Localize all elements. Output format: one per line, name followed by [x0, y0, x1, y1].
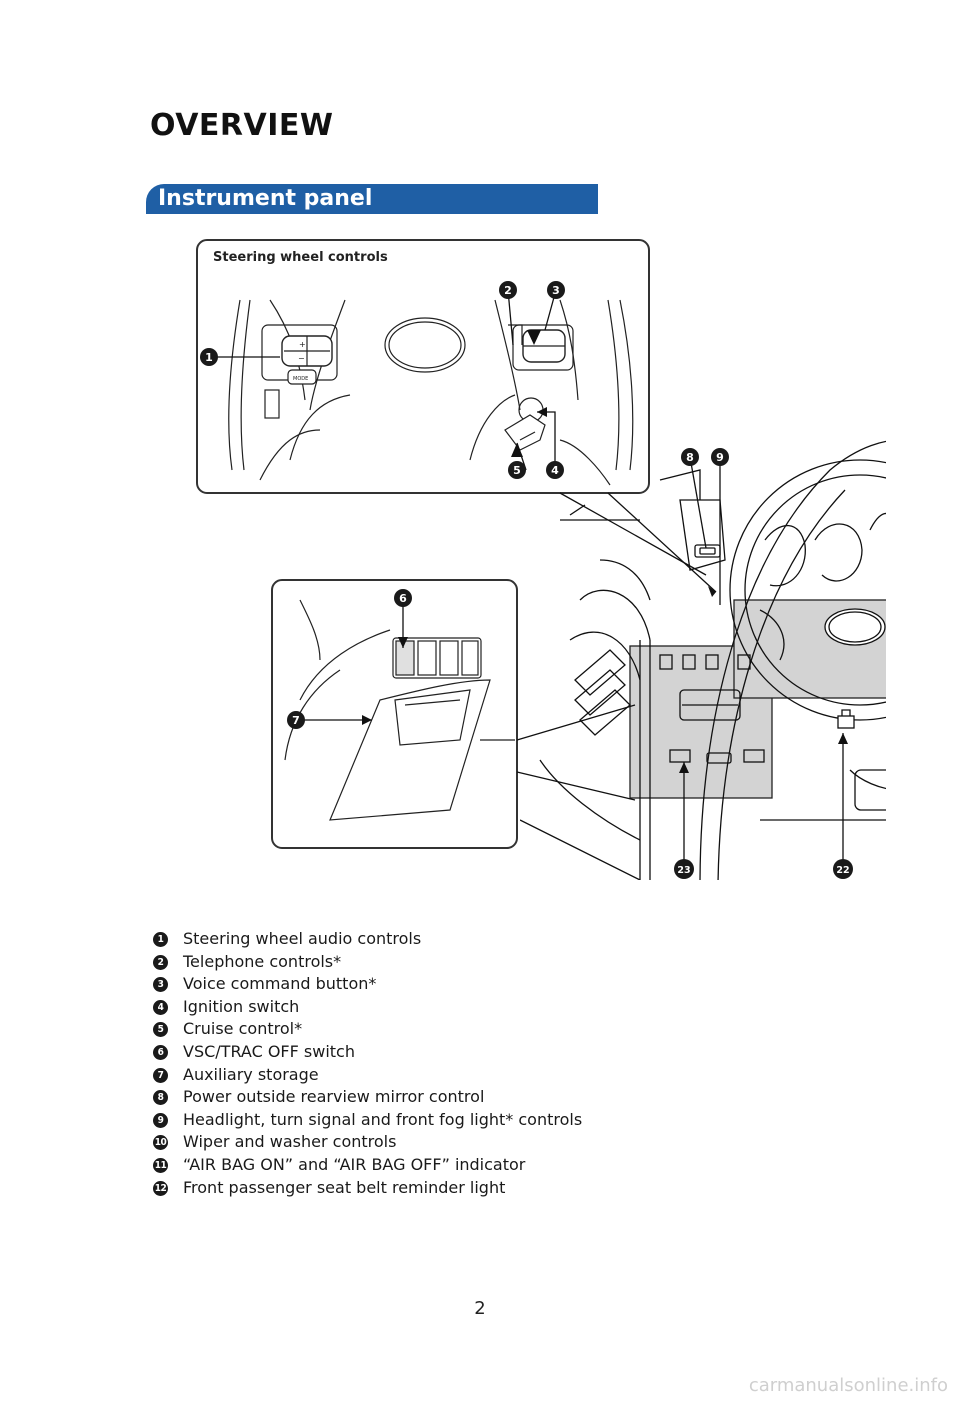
callout-5: 5 — [508, 461, 526, 479]
legend-item: 7 Auxiliary storage — [152, 1064, 852, 1087]
legend-item: 5 Cruise control* — [152, 1018, 852, 1041]
section-banner: Instrument panel — [146, 184, 598, 214]
legend-text: Wiper and washer controls — [183, 1132, 397, 1152]
legend-item: 3 Voice command button* — [152, 973, 852, 996]
legend-text: Headlight, turn signal and front fog lig… — [183, 1109, 583, 1129]
legend-text: Ignition switch — [183, 996, 300, 1016]
legend-item: 6 VSC/TRAC OFF switch — [152, 1041, 852, 1064]
svg-text:23: 23 — [677, 865, 690, 876]
svg-text:6: 6 — [399, 592, 407, 605]
svg-text:22: 22 — [836, 865, 849, 876]
callout-1: 1 — [200, 348, 218, 366]
callout-3: 3 — [547, 281, 565, 299]
legend-number: 2 — [153, 954, 168, 970]
callout-8: 8 — [681, 448, 699, 466]
legend-number: 9 — [153, 1112, 168, 1128]
callout-9: 9 — [711, 448, 729, 466]
legend-text: Telephone controls* — [183, 951, 342, 971]
callout-4: 4 — [546, 461, 564, 479]
svg-text:8: 8 — [686, 451, 694, 464]
legend-item: 12 Front passenger seat belt reminder lig… — [152, 1177, 852, 1200]
legend-text: Front passenger seat belt reminder light — [183, 1177, 506, 1197]
legend-number: 8 — [153, 1090, 168, 1106]
svg-text:2: 2 — [504, 284, 512, 297]
legend-text: Auxiliary storage — [183, 1064, 319, 1084]
legend-number: 6 — [153, 1044, 168, 1060]
legend-number: 10 — [153, 1135, 168, 1151]
legend-text: Power outside rearview mirror control — [183, 1087, 485, 1107]
svg-text:7: 7 — [292, 714, 300, 727]
arrowheads — [362, 330, 848, 773]
legend-item: 11 “AIR BAG ON” and “AIR BAG OFF” indicat… — [152, 1154, 852, 1177]
legend-list: 1 Steering wheel audio controls 2 Telephon… — [152, 928, 852, 1199]
dashboard-drawing — [520, 440, 886, 880]
inset-label: Steering wheel controls — [213, 250, 388, 265]
svg-text:9: 9 — [716, 451, 724, 464]
page-title: OVERVIEW — [150, 108, 334, 143]
callout-22: 22 — [833, 859, 853, 879]
callout-7: 7 — [287, 711, 305, 729]
legend-item: 4 Ignition switch — [152, 996, 852, 1019]
callouts: 1 2 3 4 5 6 7 8 9 23 22 — [200, 281, 853, 879]
footer-watermark[interactable]: carmanualsonline.info — [748, 1375, 948, 1396]
steering-wheel-inset: + − MODE Steering wheel controls — [196, 239, 650, 494]
legend-number: 4 — [153, 999, 168, 1015]
switch-panel-inset — [271, 579, 518, 849]
mode-key-label: MODE — [293, 376, 308, 382]
legend-text: “AIR BAG ON” and “AIR BAG OFF” indicator — [183, 1154, 526, 1174]
svg-text:4: 4 — [551, 464, 559, 477]
legend-text: VSC/TRAC OFF switch — [183, 1041, 355, 1061]
svg-text:5: 5 — [513, 464, 521, 477]
legend-number: 12 — [153, 1180, 168, 1196]
legend-number: 11 — [153, 1157, 168, 1173]
legend-text: Cruise control* — [183, 1019, 303, 1039]
leader-lines — [215, 289, 844, 869]
minus-key-label: − — [298, 354, 305, 363]
callout-2: 2 — [499, 281, 517, 299]
legend-number: 1 — [153, 932, 168, 947]
svg-text:3: 3 — [552, 284, 560, 297]
legend-number: 3 — [153, 977, 168, 993]
page-number: 2 — [474, 1298, 486, 1319]
callout-6: 6 — [394, 589, 412, 607]
legend-item: 2 Telephone controls* — [152, 951, 852, 974]
legend-number: 7 — [153, 1067, 168, 1083]
svg-text:1: 1 — [205, 351, 213, 364]
legend-text: Steering wheel audio controls — [183, 929, 422, 948]
legend-item: 10 Wiper and washer controls — [152, 1131, 852, 1154]
plus-key-label: + — [299, 340, 306, 349]
legend-item: 1 Steering wheel audio controls — [152, 928, 852, 951]
legend-item: 8 Power outside rearview mirror control — [152, 1086, 852, 1109]
legend-number: 5 — [153, 1022, 168, 1038]
legend-item: 9 Headlight, turn signal and front fog li… — [152, 1109, 852, 1132]
legend-text: Voice command button* — [183, 974, 377, 994]
callout-23: 23 — [674, 859, 694, 879]
